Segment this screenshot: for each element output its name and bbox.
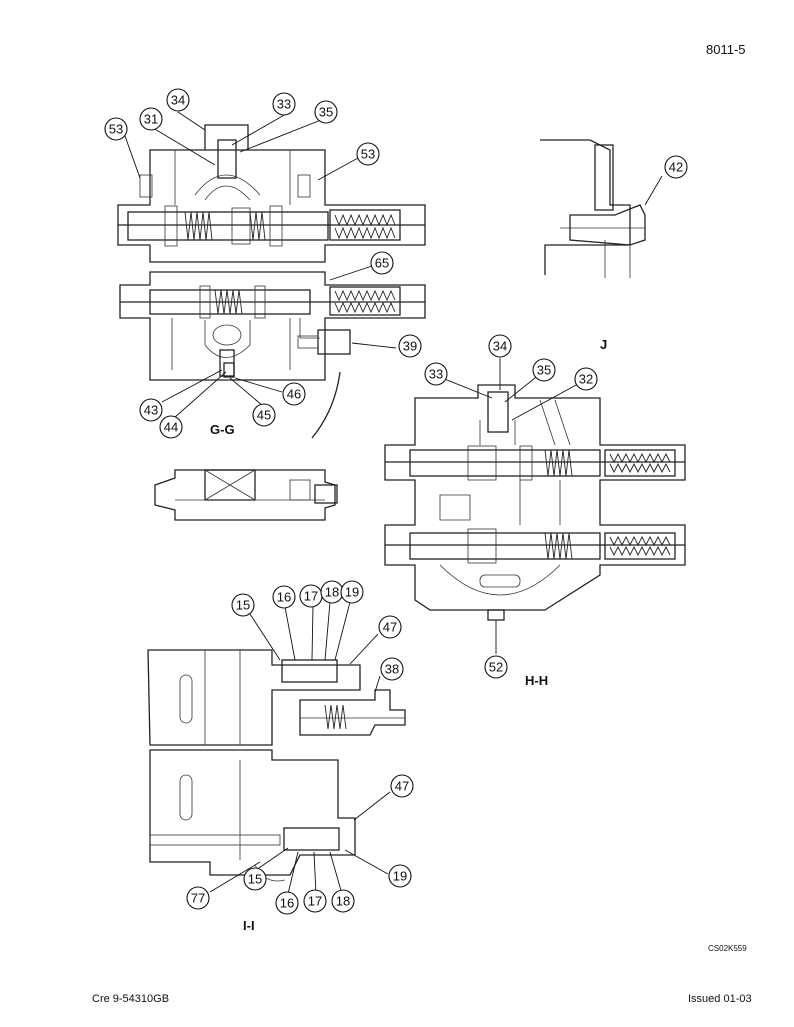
svg-text:52: 52 bbox=[489, 660, 503, 675]
svg-text:15: 15 bbox=[236, 598, 250, 613]
callout-52: 52 bbox=[484, 655, 508, 679]
callout-38: 38 bbox=[380, 657, 404, 681]
svg-text:17: 17 bbox=[304, 589, 318, 604]
svg-text:46: 46 bbox=[287, 387, 301, 402]
section-label-j: J bbox=[600, 337, 607, 352]
svg-text:18: 18 bbox=[325, 585, 339, 600]
svg-text:43: 43 bbox=[144, 403, 158, 418]
footer-issue-date: Issued 01-03 bbox=[688, 993, 752, 1005]
svg-text:47: 47 bbox=[395, 779, 409, 794]
svg-text:65: 65 bbox=[375, 256, 389, 271]
footer-document-ref: Cre 9-54310GB bbox=[92, 993, 170, 1005]
callout-53-left: 53 bbox=[104, 117, 128, 141]
callout-16-top: 16 bbox=[272, 585, 296, 609]
svg-text:16: 16 bbox=[277, 590, 291, 605]
callout-45: 45 bbox=[252, 403, 276, 427]
callout-33-hh: 33 bbox=[424, 362, 448, 386]
section-gg-upper bbox=[117, 124, 426, 263]
svg-text:35: 35 bbox=[537, 363, 551, 378]
section-gg-lower bbox=[119, 271, 426, 439]
callout-47-bottom: 47 bbox=[390, 774, 414, 798]
callout-16-bottom: 16 bbox=[275, 891, 299, 915]
callout-17-top: 17 bbox=[299, 584, 323, 608]
svg-text:34: 34 bbox=[493, 339, 507, 354]
callout-43: 43 bbox=[139, 398, 163, 422]
svg-text:31: 31 bbox=[144, 112, 158, 127]
svg-text:34: 34 bbox=[171, 93, 185, 108]
detail-j bbox=[540, 139, 646, 278]
leader-lines bbox=[124, 111, 663, 895]
callout-17-bottom: 17 bbox=[303, 889, 327, 913]
section-label-ii: I-I bbox=[243, 918, 255, 933]
callout-42: 42 bbox=[664, 155, 688, 179]
callout-44: 44 bbox=[159, 415, 183, 439]
svg-text:42: 42 bbox=[669, 160, 683, 175]
callout-65: 65 bbox=[370, 251, 394, 275]
callout-34-gg: 34 bbox=[166, 88, 190, 112]
svg-text:47: 47 bbox=[383, 620, 397, 635]
svg-text:15: 15 bbox=[248, 872, 262, 887]
svg-text:19: 19 bbox=[393, 869, 407, 884]
svg-text:45: 45 bbox=[257, 408, 271, 423]
section-ii bbox=[147, 649, 406, 882]
section-hh bbox=[384, 384, 686, 621]
drawing-code: CS02K559 bbox=[708, 944, 747, 953]
callout-19-top: 19 bbox=[340, 580, 364, 604]
callout-19-bottom: 19 bbox=[388, 864, 412, 888]
svg-text:18: 18 bbox=[336, 894, 350, 909]
svg-text:53: 53 bbox=[109, 122, 123, 137]
svg-text:19: 19 bbox=[345, 585, 359, 600]
svg-text:35: 35 bbox=[319, 105, 333, 120]
callout-33-gg: 33 bbox=[272, 92, 296, 116]
relief-cartridge bbox=[154, 469, 338, 521]
svg-text:53: 53 bbox=[361, 147, 375, 162]
svg-text:39: 39 bbox=[403, 339, 417, 354]
callout-35-hh: 35 bbox=[532, 358, 556, 382]
svg-text:33: 33 bbox=[429, 367, 443, 382]
callout-47-top: 47 bbox=[378, 615, 402, 639]
svg-text:44: 44 bbox=[164, 420, 178, 435]
svg-text:38: 38 bbox=[385, 662, 399, 677]
callout-77: 77 bbox=[186, 886, 210, 910]
callout-39: 39 bbox=[398, 334, 422, 358]
svg-text:77: 77 bbox=[191, 891, 205, 906]
section-label-gg: G-G bbox=[210, 422, 235, 437]
callout-18-bottom: 18 bbox=[331, 889, 355, 913]
callout-35-gg: 35 bbox=[314, 100, 338, 124]
callout-31: 31 bbox=[139, 107, 163, 131]
callout-46: 46 bbox=[282, 382, 306, 406]
svg-text:16: 16 bbox=[280, 896, 294, 911]
callout-53-right: 53 bbox=[356, 142, 380, 166]
callout-34-hh: 34 bbox=[488, 334, 512, 358]
section-label-hh: H-H bbox=[525, 673, 548, 688]
page-number: 8011-5 bbox=[706, 42, 746, 57]
callout-15-bottom: 15 bbox=[243, 867, 267, 891]
svg-text:33: 33 bbox=[277, 97, 291, 112]
callout-18-top: 18 bbox=[320, 580, 344, 604]
svg-text:32: 32 bbox=[579, 372, 593, 387]
svg-text:17: 17 bbox=[308, 894, 322, 909]
callout-15-top: 15 bbox=[231, 593, 255, 617]
callout-32: 32 bbox=[574, 367, 598, 391]
